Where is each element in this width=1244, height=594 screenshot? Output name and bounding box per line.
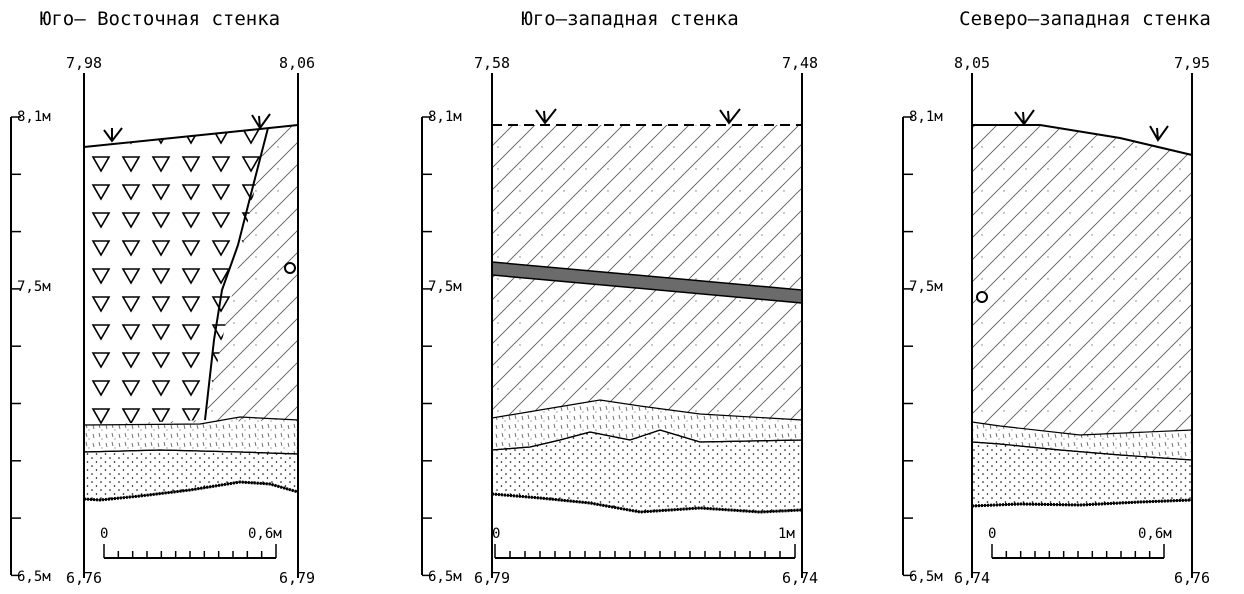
- scale-zero: 0: [100, 526, 108, 542]
- elevation-top-right: 8,06: [279, 54, 315, 72]
- grass-icon: [1014, 109, 1035, 126]
- depth-ruler: 8,1м 7,5м 6,5м: [902, 109, 943, 585]
- base-line: [83, 480, 299, 502]
- surface-line: [972, 124, 1193, 156]
- base-line: [971, 498, 1193, 508]
- rubble-fill-pattern: [84, 128, 268, 425]
- loam-layer: [972, 125, 1192, 435]
- section-title: Юго–западная стенка: [521, 8, 738, 30]
- find-marker-icon: [284, 262, 296, 274]
- section-southwest: Юго–западная стенка 7,58 7,48 6,79 6,74 …: [421, 8, 818, 587]
- scale-bar: 0 0,6м: [100, 526, 282, 559]
- section-title: Юго– Восточная стенка: [40, 8, 280, 30]
- elevation-top-left: 8,05: [954, 54, 990, 72]
- rubble-boundary: [204, 127, 269, 421]
- depth-label-mid: 7,5м: [17, 279, 51, 295]
- depth-label-bottom: 6,5м: [17, 569, 51, 585]
- grass-icon: [251, 113, 271, 130]
- elevation-top-left: 7,98: [66, 54, 102, 72]
- scale-bar: 0 0,6м: [988, 526, 1172, 559]
- scale-bar: 0 1м: [492, 526, 796, 559]
- scale-zero: 0: [988, 526, 996, 542]
- scale-end: 1м: [778, 526, 795, 542]
- elevation-top-right: 7,95: [1174, 54, 1210, 72]
- section-southeast: Юго– Восточная стенка 7,98 8,06 6,76 6,7…: [10, 8, 315, 587]
- depth-label-top: 8,1м: [428, 109, 462, 125]
- scale-end: 0,6м: [1138, 526, 1172, 542]
- depth-ruler: 8,1м 7,5м 6,5м: [421, 109, 462, 585]
- depth-ruler: 8,1м 7,5м 6,5м: [10, 109, 51, 585]
- grass-icon: [103, 127, 123, 143]
- grass-icon: [535, 108, 557, 125]
- scale-zero: 0: [492, 526, 500, 542]
- depth-label-bottom: 6,5м: [909, 569, 943, 585]
- depth-label-top: 8,1м: [909, 109, 943, 125]
- section-northwest: Северо–западная стенка 8,05 7,95 6,74 6,…: [902, 8, 1211, 587]
- grass-icon: [1149, 125, 1169, 142]
- surface-line: [83, 124, 299, 148]
- elevation-top-right: 7,48: [782, 54, 818, 72]
- depth-label-bottom: 6,5м: [428, 569, 462, 585]
- base-line: [491, 492, 803, 514]
- depth-label-mid: 7,5м: [909, 279, 943, 295]
- grass-icon: [719, 108, 741, 125]
- sand-layer: [83, 449, 299, 501]
- depth-label-mid: 7,5м: [428, 279, 462, 295]
- section-title: Северо–западная стенка: [959, 8, 1211, 30]
- depth-label-top: 8,1м: [17, 109, 51, 125]
- elevation-bottom-right: 6,74: [782, 569, 818, 587]
- find-marker-icon: [976, 291, 988, 303]
- elevation-top-left: 7,58: [474, 54, 510, 72]
- scale-end: 0,6м: [248, 526, 282, 542]
- loam-layer: [492, 125, 802, 420]
